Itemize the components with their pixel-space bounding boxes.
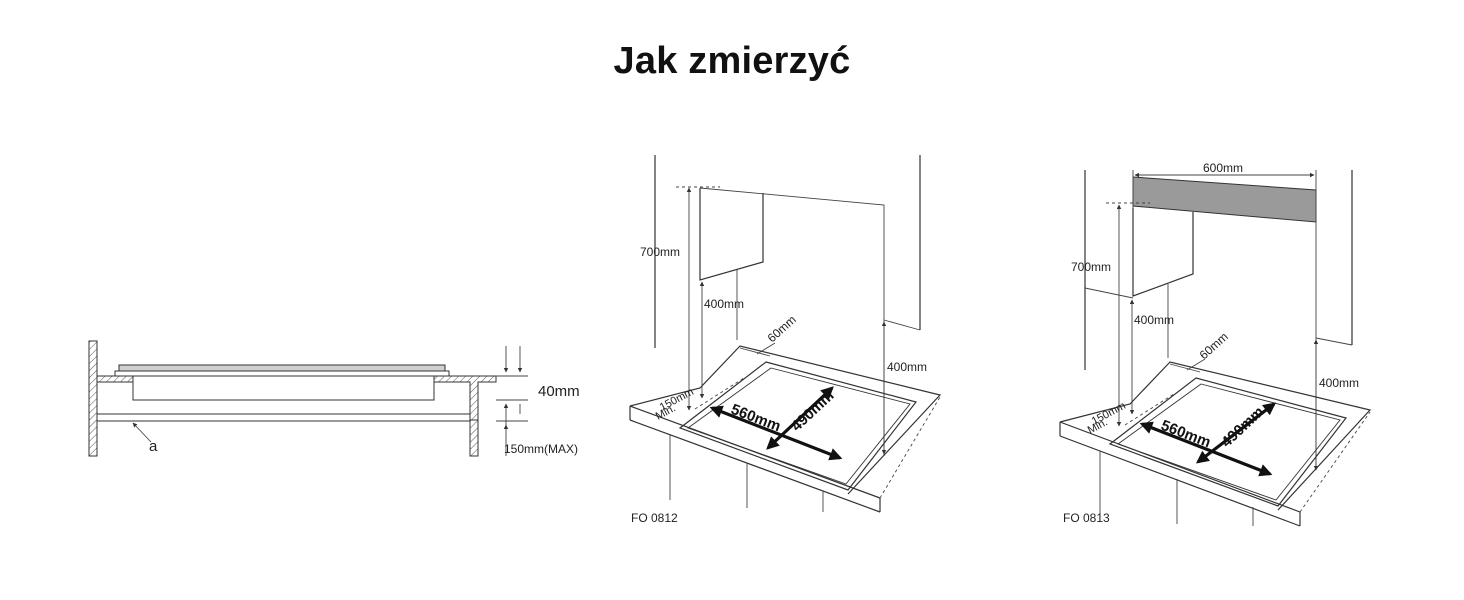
dim-40mm: 40mm xyxy=(538,383,580,400)
dim-600mm: 600mm xyxy=(1203,161,1243,175)
hob-cutout-outline xyxy=(1108,377,1348,507)
hob-body xyxy=(132,375,435,401)
dim-400mm-left: 400mm xyxy=(704,297,744,311)
left-wall xyxy=(88,340,98,457)
dim-560mm: 560mm xyxy=(1159,417,1213,451)
figure-code-fo0813: FO 0813 xyxy=(1063,511,1110,525)
range-hood xyxy=(1132,176,1317,223)
dim-60mm: 60mm xyxy=(1197,330,1231,363)
label-a: a xyxy=(149,438,158,455)
dim-400mm-left: 400mm xyxy=(1134,313,1174,327)
dim-700mm: 700mm xyxy=(1071,260,1111,274)
installation-diagram-fo0813: 600mm 700mm 400mm 400mm xyxy=(1059,161,1372,527)
figure-code-fo0812: FO 0812 xyxy=(631,511,678,525)
dim-150mm-max: 150mm(MAX) xyxy=(504,442,578,456)
dim-490mm: 490mm xyxy=(1218,403,1267,451)
dim-400mm-right: 400mm xyxy=(887,360,927,374)
hob-cutout-outline xyxy=(678,361,918,491)
right-wall xyxy=(469,419,479,457)
dim-700mm: 700mm xyxy=(640,245,680,259)
hob-top xyxy=(118,364,446,372)
dim-490mm: 490mm xyxy=(788,387,837,435)
dim-60mm: 60mm xyxy=(765,313,799,346)
partition-shelf xyxy=(96,413,471,422)
page-title: Jak zmierzyć xyxy=(613,40,851,82)
dim-560mm: 560mm xyxy=(729,401,783,435)
dim-400mm-right: 400mm xyxy=(1319,376,1359,390)
side-section-diagram: a 40mm 150mm(MAX) xyxy=(88,340,580,457)
installation-diagram-fo0812: 700mm 400mm 400mm 60mm xyxy=(629,155,942,525)
